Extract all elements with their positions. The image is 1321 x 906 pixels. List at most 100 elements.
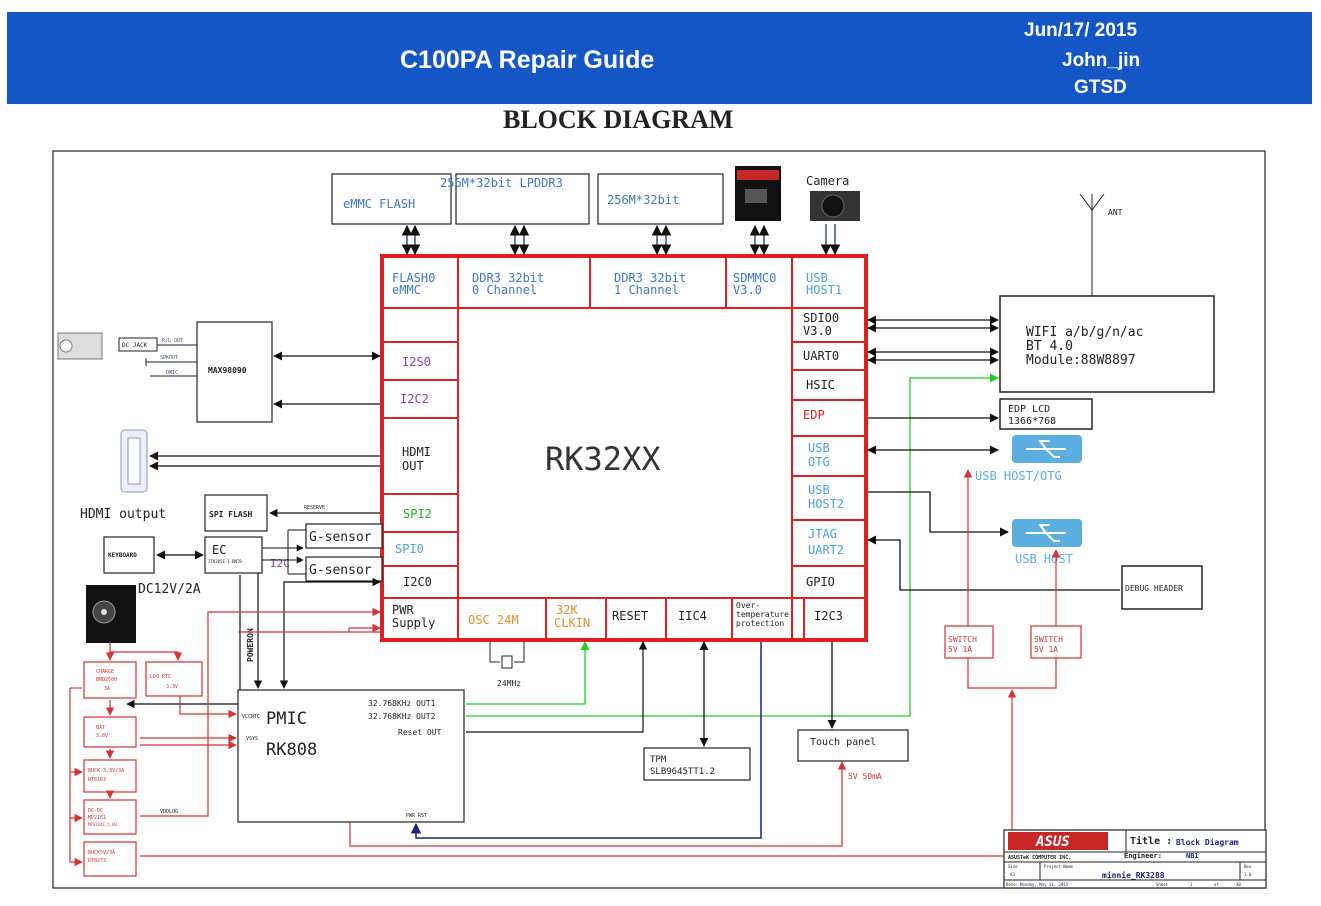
port-edp: EDP <box>803 408 825 422</box>
header-dept: GTSD <box>1074 77 1127 98</box>
reserve-label: RESERVE <box>304 505 325 511</box>
size-value: A3 <box>1010 872 1015 877</box>
usb-host-icon <box>1012 519 1082 547</box>
port-temperature: temperature <box>736 610 789 619</box>
spkout-label: SPKOUT <box>160 355 178 361</box>
lpddr3-label: 256M*32bit LPDDR3 <box>440 176 563 190</box>
project-value: minnie_RK3288 <box>1102 870 1165 880</box>
g-sensor-1-label: G-sensor <box>309 530 372 545</box>
section-title: BLOCK DIAGRAM <box>503 105 734 134</box>
ec-part-label: IT8305E-1-RNT8 <box>208 559 242 564</box>
keyboard-box <box>103 536 155 574</box>
dcdc-part: MP2161 <box>88 815 106 821</box>
g-sensor-2-label: G-sensor <box>309 563 372 578</box>
dmic-label: DMIC <box>166 370 178 376</box>
wifi-links <box>867 315 999 365</box>
top-blocks: eMMC FLASH 256M*32bit LPDDR3 256M*32bit … <box>331 166 860 225</box>
touch-panel-label: Touch panel <box>810 737 876 748</box>
jtag-link <box>867 535 1120 591</box>
port-hsic: HSIC <box>806 378 835 392</box>
pmic-pin-pwrrst: PWR RST <box>406 813 427 819</box>
port-gpio: GPIO <box>806 575 835 589</box>
usb-host-otg-label: USB HOST/OTG <box>975 469 1062 483</box>
touch-5v-label: 5V 50mA <box>848 772 882 781</box>
keyboard-label: KEYBOARD <box>108 552 137 559</box>
title-block: ASUS ASUSTeK COMPUTER INC. Title : Block… <box>1003 829 1267 889</box>
i2c0-pmic-link <box>279 577 381 689</box>
pmic-pin-reset: Reset OUT <box>398 728 442 737</box>
port-usb-otg: USB <box>808 441 830 455</box>
poweron-label: POWERON <box>246 628 255 662</box>
crystal-24mhz-label: 24MHz <box>497 679 521 688</box>
asus-logo-bg <box>1008 832 1108 850</box>
debug-header-label: DEBUG HEADER <box>1125 584 1183 593</box>
camera-icon <box>810 191 860 221</box>
g-sensor-2-box <box>305 556 383 582</box>
bt-label: BT 4.0 <box>1026 339 1073 354</box>
port-flash0: FLASH0 <box>392 271 435 285</box>
headphone-jack-icon <box>57 332 103 360</box>
port-i2c2: I2C2 <box>400 392 429 406</box>
port-hdmi-out: OUT <box>402 459 424 473</box>
port-reset: RESET <box>612 609 648 623</box>
port-usb-otg-b: OTG <box>808 455 830 469</box>
buck5v-label: BUCK5V/3A <box>88 850 115 856</box>
antenna-icon <box>1079 193 1105 296</box>
of-value: 30 <box>1236 882 1241 887</box>
port-usb-host2-b: HOST2 <box>808 497 844 511</box>
ddr-256m-label: 256M*32bit <box>607 193 679 207</box>
max98090-label: MAX98090 <box>208 366 247 375</box>
page-title: C100PA Repair Guide <box>400 46 655 74</box>
usb-host-otg-icon <box>1012 435 1082 463</box>
company-label: ASUSTeK COMPUTER INC. <box>1008 855 1071 861</box>
top-bus-arrows <box>401 224 841 256</box>
charge-label: CHARGE <box>96 669 114 675</box>
charge-current: 3A <box>104 686 110 692</box>
pmic-pin-vsys: VSYS <box>246 736 258 742</box>
edp-lcd-label: EDP LCD <box>1008 404 1050 415</box>
header-date: Jun/17/ 2015 <box>1024 20 1138 41</box>
pmic-pin-out1: 32.768KHz OUT1 <box>368 699 436 708</box>
port-supply: Supply <box>392 616 435 630</box>
overtemp-link <box>410 642 762 839</box>
usb-switches <box>944 469 1082 689</box>
port-sdio0-v: V3.0 <box>803 324 832 338</box>
port-ddr3-1-ch: 1 Channel <box>614 283 679 297</box>
tpm-box <box>643 747 751 781</box>
port-hdmi: HDMI <box>402 445 431 459</box>
ec-box <box>204 536 263 574</box>
spi-flash-box <box>204 494 268 532</box>
bat-volt: 3.8V <box>96 733 108 739</box>
audio-section: DC JACK R/L OUT SPKOUT DMIC MAX98090 <box>57 321 273 423</box>
port-ddr3-0-ch: 0 Channel <box>472 283 537 297</box>
pmic-part: RK808 <box>266 740 317 760</box>
hdmi-output-label: HDMI output <box>80 507 166 522</box>
ant-label: ANT <box>1108 208 1123 217</box>
port-i2s0: I2S0 <box>402 355 431 369</box>
pmic-pin-out2: 32.768KHz OUT2 <box>368 712 436 721</box>
buck33-part: RT8163 <box>88 777 106 783</box>
port-spi2: SPI2 <box>403 507 432 521</box>
sheet-value: 1 <box>1190 882 1193 887</box>
engineer-label: Engineer: <box>1124 852 1162 860</box>
port-usb-host1-b: HOST1 <box>806 283 842 297</box>
buck5v-part: RT8273 <box>88 858 106 864</box>
clk-out1-link <box>466 641 590 705</box>
rl-out-label: R/L OUT <box>162 338 183 344</box>
engineer-value: NB1 <box>1186 852 1199 860</box>
port-sdmmc0: SDMMC0 <box>733 271 776 285</box>
charge-part: BMD2500 <box>96 677 117 683</box>
vddlog-label: VDDLOG <box>160 809 178 815</box>
dcdc-label: DC-DC <box>88 808 103 814</box>
sd-card-icon <box>735 166 781 221</box>
port-protection: protection <box>736 619 784 628</box>
port-iic4: IIC4 <box>678 609 707 623</box>
diagram-frame <box>52 150 1266 889</box>
hdmi-connector-icon <box>120 429 148 493</box>
dc-jack-icon <box>86 585 136 643</box>
switch2-label: SWITCH <box>1034 635 1063 644</box>
port-uart2: UART2 <box>808 543 844 557</box>
port-usb-host1: USB <box>806 271 828 285</box>
soc-block: RK32XX FLASH0 eMMC DDR3 32bit 0 Channel … <box>380 254 868 642</box>
